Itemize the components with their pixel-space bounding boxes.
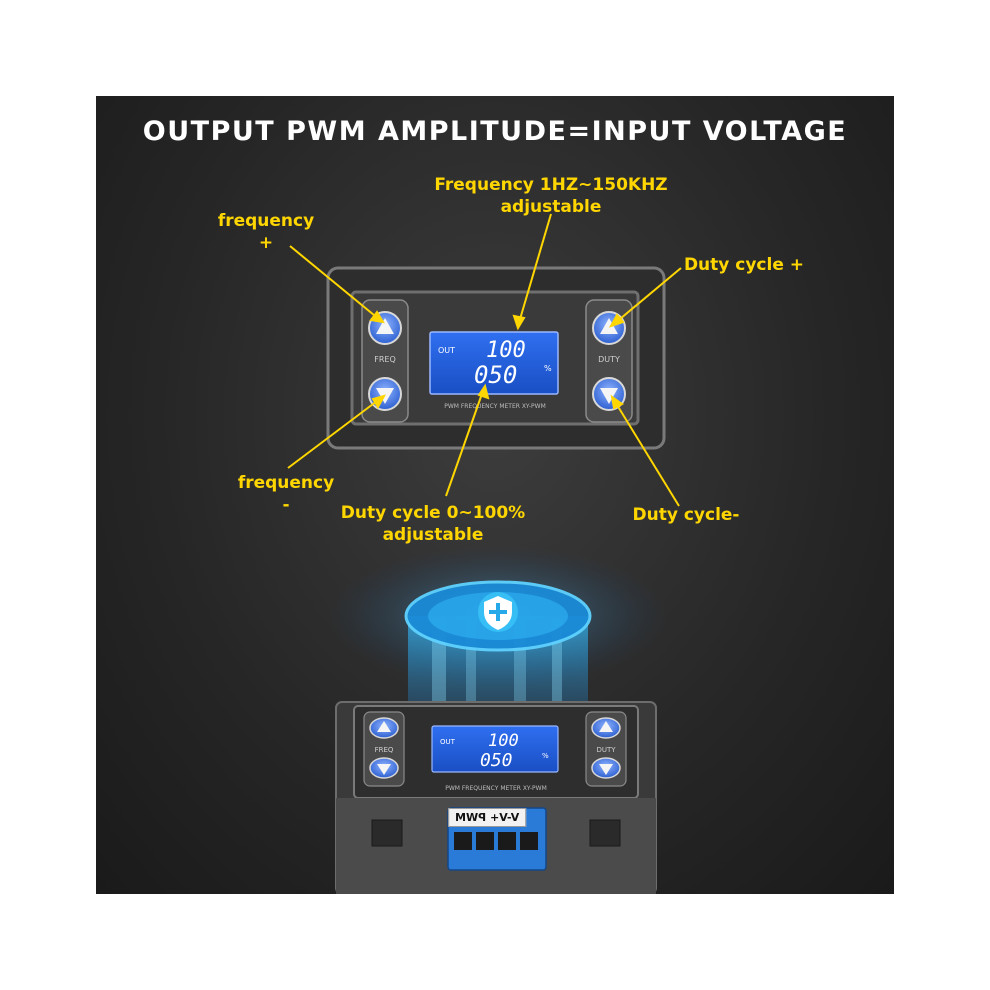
duty-group-label: DUTY bbox=[596, 746, 616, 754]
arrow-down-icon bbox=[377, 764, 391, 775]
pointer-arrowhead-icon bbox=[369, 310, 385, 324]
duty-range-pointer bbox=[445, 387, 485, 497]
arrow-down-icon bbox=[599, 764, 613, 775]
arrow-down-icon bbox=[600, 388, 618, 404]
annotation-duty-minus: Duty cycle- bbox=[632, 505, 740, 525]
duty-plus-pointer bbox=[613, 267, 682, 325]
top-device: FREQ DUTY OUT 100 050 % PWM FREQUENCY ME… bbox=[326, 266, 666, 450]
annotation-duty-range: Duty cycle 0~100% adjustable bbox=[340, 503, 526, 545]
lcd-out-label: OUT bbox=[438, 346, 455, 355]
arrow-up-icon bbox=[599, 721, 613, 732]
lcd-frequency-value: 100 bbox=[488, 731, 519, 751]
duty-minus-pointer bbox=[613, 399, 680, 507]
freq-range-pointer bbox=[517, 213, 552, 327]
lcd-out-label: OUT bbox=[440, 738, 456, 746]
lcd-unit: % bbox=[542, 752, 549, 760]
shield-plus-icon bbox=[484, 596, 512, 630]
headline: OUTPUT PWM AMPLITUDE=INPUT VOLTAGE bbox=[142, 116, 848, 147]
pointer-arrowhead-icon bbox=[610, 394, 624, 410]
lcd-unit: % bbox=[544, 364, 552, 373]
lcd-screen bbox=[429, 331, 559, 395]
lcd-screen bbox=[431, 725, 559, 773]
annotation-duty-plus: Duty cycle + bbox=[683, 255, 805, 275]
arrow-up-icon bbox=[377, 721, 391, 732]
annotation-frequency-minus: frequency - bbox=[237, 473, 335, 515]
arrow-up-icon bbox=[600, 318, 618, 334]
freq-plus-pointer bbox=[289, 245, 381, 321]
annotation-frequency-range: Frequency 1HZ~150KHZ adjustable bbox=[434, 175, 668, 217]
bottom-device: FREQ DUTY OUT 100 050 % PWM FREQUENCY ME… bbox=[335, 701, 657, 894]
terminal-label: V-V+ PWM bbox=[448, 808, 527, 827]
freq-minus-pointer bbox=[287, 397, 382, 469]
model-label: PWM FREQUENCY METER XY-PWM bbox=[445, 785, 547, 792]
lcd-duty-value: 050 bbox=[474, 361, 517, 389]
product-photo-panel: FREQ DUTY OUT 100 050 % PWM FREQUENCY ME… bbox=[96, 96, 894, 894]
duty-group-label: DUTY bbox=[598, 355, 620, 364]
freq-group-label: FREQ bbox=[375, 746, 394, 754]
annotation-frequency-plus: frequency + bbox=[217, 211, 315, 253]
annotation-pointers bbox=[287, 213, 682, 507]
model-label: PWM FREQUENCY METER XY-PWM bbox=[444, 403, 546, 410]
lcd-frequency-value: 100 bbox=[486, 338, 526, 363]
pointer-arrowhead-icon bbox=[512, 314, 526, 331]
lcd-duty-value: 050 bbox=[480, 750, 513, 771]
pointer-arrowhead-icon bbox=[371, 394, 387, 409]
pointer-arrowhead-icon bbox=[477, 383, 490, 400]
freq-group-label: FREQ bbox=[374, 355, 396, 364]
device-illustration: FREQ DUTY OUT 100 050 % PWM FREQUENCY ME… bbox=[287, 213, 682, 894]
arrow-up-icon bbox=[376, 318, 394, 334]
pointer-arrowhead-icon bbox=[608, 313, 625, 328]
